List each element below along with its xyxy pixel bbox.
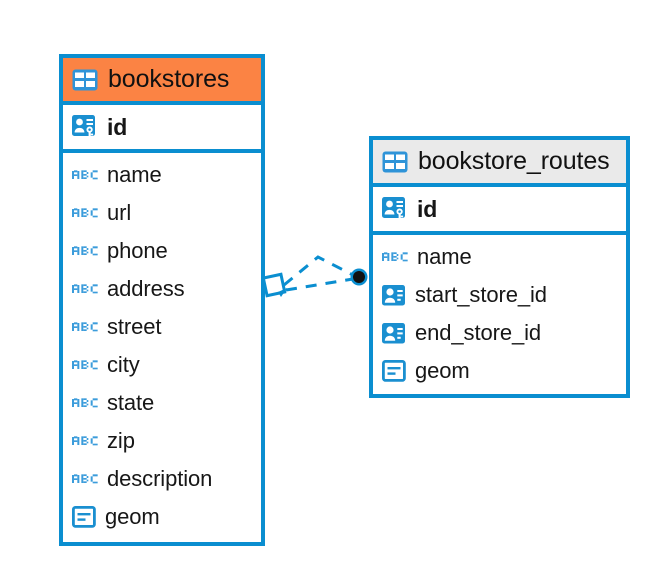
- entity-table-bookstore-routes[interactable]: bookstore_routes id: [369, 136, 630, 398]
- foreign-key-icon: [382, 322, 406, 344]
- field-label-name: name: [107, 162, 162, 187]
- field-list-bookstore-routes: name start_store_id: [373, 235, 626, 390]
- field-label-state: state: [107, 390, 155, 415]
- field-row-name[interactable]: name: [373, 238, 626, 276]
- field-label-start-store-id: start_store_id: [415, 282, 547, 307]
- foreign-key-icon: [382, 284, 406, 306]
- field-row-name[interactable]: name: [63, 156, 261, 194]
- entity-table-bookstores[interactable]: bookstores id: [59, 54, 265, 546]
- relationship-endpoint-diamond[interactable]: [261, 272, 287, 298]
- field-row-city[interactable]: city: [63, 346, 261, 384]
- field-row-id[interactable]: id: [373, 187, 626, 235]
- table-icon: [382, 151, 408, 173]
- field-row-street[interactable]: street: [63, 308, 261, 346]
- field-row-url[interactable]: url: [63, 194, 261, 232]
- table-header-bookstore-routes[interactable]: bookstore_routes: [373, 140, 626, 187]
- primary-key-icon: [382, 197, 408, 221]
- relationship-end-store[interactable]: [285, 277, 354, 292]
- text-type-icon: [72, 358, 98, 372]
- relationship-endpoint-circle[interactable]: [350, 268, 368, 286]
- field-label-address: address: [107, 276, 185, 301]
- field-row-state[interactable]: state: [63, 384, 261, 422]
- text-type-icon: [72, 320, 98, 334]
- table-title-bookstores: bookstores: [108, 65, 230, 93]
- field-row-zip[interactable]: zip: [63, 422, 261, 460]
- field-label-url: url: [107, 200, 132, 225]
- field-label-city: city: [107, 352, 140, 377]
- text-type-icon: [72, 472, 98, 486]
- field-label-id: id: [417, 195, 438, 222]
- field-list-bookstores: name u: [63, 153, 261, 536]
- field-label-geom: geom: [415, 358, 470, 383]
- table-header-bookstores[interactable]: bookstores: [63, 58, 261, 105]
- field-row-id[interactable]: id: [63, 105, 261, 153]
- field-row-start-store-id[interactable]: start_store_id: [373, 276, 626, 314]
- geometry-type-icon: [382, 360, 406, 382]
- text-type-icon: [72, 434, 98, 448]
- field-label-geom: geom: [105, 504, 160, 529]
- field-label-street: street: [107, 314, 162, 339]
- field-row-address[interactable]: address: [63, 270, 261, 308]
- text-type-icon: [72, 244, 98, 258]
- field-row-end-store-id[interactable]: end_store_id: [373, 314, 626, 352]
- text-type-icon: [72, 206, 98, 220]
- text-type-icon: [72, 168, 98, 182]
- field-label-name: name: [417, 244, 472, 269]
- text-type-icon: [382, 250, 408, 264]
- primary-key-icon: [72, 115, 98, 139]
- relationship-start-store[interactable]: [283, 255, 356, 287]
- field-row-phone[interactable]: phone: [63, 232, 261, 270]
- field-row-geom[interactable]: geom: [373, 352, 626, 390]
- table-title-bookstore-routes: bookstore_routes: [418, 147, 610, 175]
- field-label-phone: phone: [107, 238, 168, 263]
- field-row-description[interactable]: description: [63, 460, 261, 498]
- field-label-id: id: [107, 113, 128, 140]
- table-icon: [72, 69, 98, 91]
- field-label-end-store-id: end_store_id: [415, 320, 542, 345]
- geometry-type-icon: [72, 506, 96, 528]
- field-label-description: description: [107, 466, 213, 491]
- text-type-icon: [72, 396, 98, 410]
- field-label-zip: zip: [107, 428, 135, 453]
- field-row-geom[interactable]: geom: [63, 498, 261, 536]
- text-type-icon: [72, 282, 98, 296]
